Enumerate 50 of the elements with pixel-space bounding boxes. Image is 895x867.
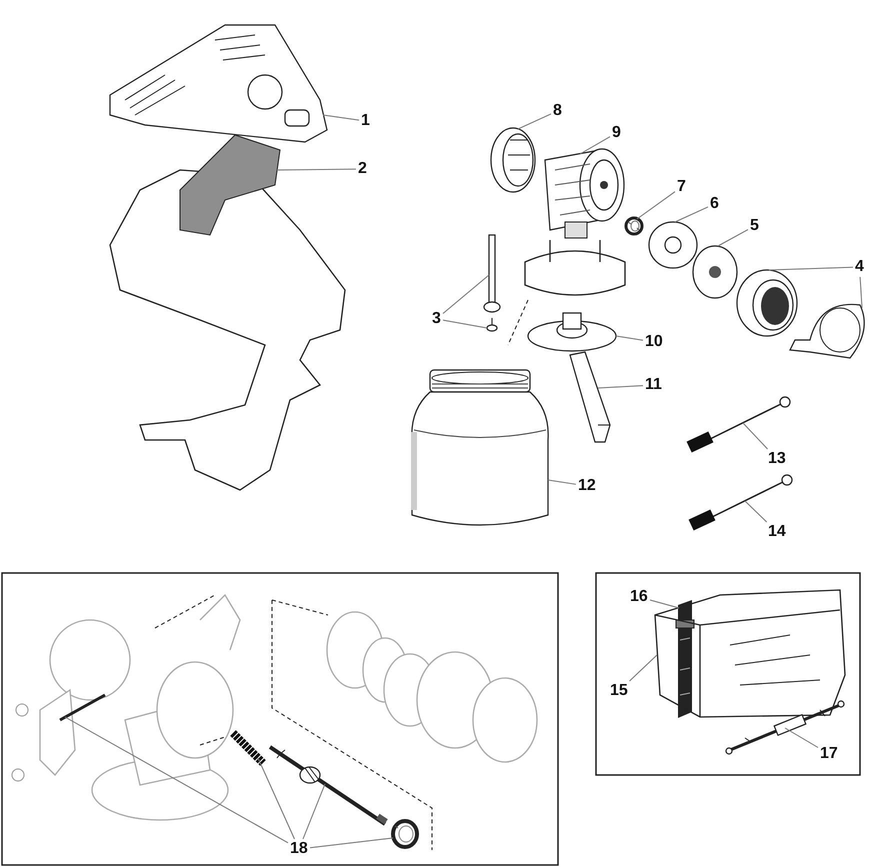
seal-ring-drawing xyxy=(390,818,420,850)
leader-line xyxy=(302,784,326,840)
leader-line xyxy=(742,422,768,450)
callout-number: 16 xyxy=(630,588,648,606)
callout-number: 6 xyxy=(710,195,719,213)
leader-line xyxy=(548,480,576,485)
suction-tube-drawing xyxy=(484,235,500,315)
o-ring-drawing xyxy=(625,217,643,235)
strap-drawing xyxy=(674,600,696,718)
leader-line xyxy=(860,276,862,308)
leader-line xyxy=(636,191,676,220)
leader-line xyxy=(629,654,658,682)
leader-line xyxy=(784,728,818,748)
callout-number: 13 xyxy=(768,450,786,468)
ring-nut-drawing xyxy=(735,268,800,338)
rear-dial-drawing xyxy=(488,125,538,195)
leader-line xyxy=(310,838,394,848)
leader-line xyxy=(64,716,288,844)
leader-line xyxy=(616,336,644,341)
callout-number: 12 xyxy=(578,477,596,495)
callout-number: 14 xyxy=(768,523,786,541)
callout-number: 15 xyxy=(610,682,628,700)
leader-line xyxy=(674,206,708,222)
air-cap-drawing xyxy=(690,245,740,300)
callout-number: 7 xyxy=(677,178,686,196)
callout-number: 11 xyxy=(645,376,662,394)
leader-line xyxy=(718,229,748,246)
leader-line xyxy=(442,274,490,314)
leader-line xyxy=(258,758,295,840)
leader-line xyxy=(768,266,854,270)
callout-number: 17 xyxy=(820,745,838,763)
callout-number: 3 xyxy=(432,310,441,328)
callout-number: 18 xyxy=(290,840,308,858)
leader-line xyxy=(580,136,610,154)
callout-number: 2 xyxy=(358,160,367,178)
spring-drawing xyxy=(228,728,268,768)
leader-line xyxy=(518,113,552,130)
valve-drawing xyxy=(486,318,498,332)
leader-line xyxy=(276,168,356,170)
leader-line xyxy=(442,320,488,328)
leader-line xyxy=(598,385,644,388)
callout-number: 9 xyxy=(612,124,621,142)
leader-line xyxy=(322,114,360,121)
callout-number: 4 xyxy=(855,258,864,276)
leader-line xyxy=(744,500,768,522)
callout-number: 5 xyxy=(750,217,759,235)
callout-number: 8 xyxy=(553,102,562,120)
leader-line xyxy=(650,600,680,608)
callout-number: 10 xyxy=(645,333,663,351)
callout-number: 1 xyxy=(361,112,370,130)
